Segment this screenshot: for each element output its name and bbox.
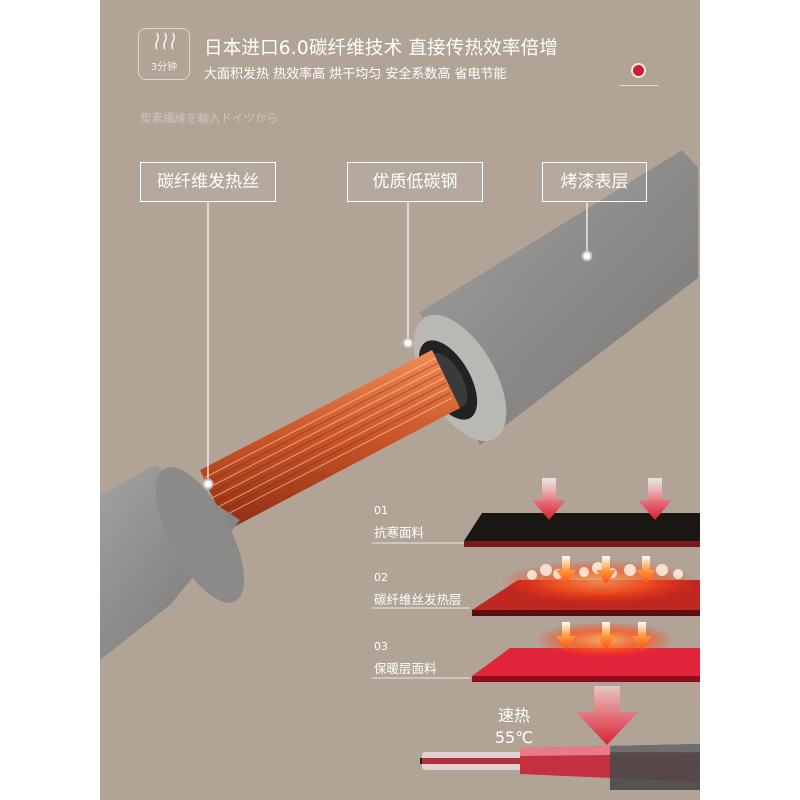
layer-03-number: 03 [374,640,388,653]
three-minute-badge: 3分钟 [138,28,190,80]
divider [620,85,658,86]
layer-01-name: 抗寒面料 [374,525,425,540]
layer-02-number: 02 [374,571,388,584]
layer-02-graphic [372,556,700,616]
layer-01-graphic [372,478,700,547]
carbon-fiber-wire [200,350,460,530]
callout-low-carbon-steel: 优质低碳钢 [347,162,483,202]
japanese-tagline: 炭素繊維を輸入ドイツから [140,111,278,125]
sub-headline: 大面积发热 热效率高 烘干均匀 安全系数高 省电节能 [204,67,507,82]
steam-icon [155,32,175,50]
temperature-text: 55℃ [494,728,534,747]
callout-paint-surface: 烤漆表层 [542,162,647,202]
outer-tube-lower [100,465,245,660]
headline: 日本进口6.0碳纤维技术 直接传热效率倍增 [204,38,559,59]
layer-02-name: 碳纤维丝发热层 [374,592,462,607]
product-graphic: 3分钟 日本进口6.0碳纤维技术 直接传热效率倍增 大面积发热 热效率高 烘干均… [100,0,700,800]
record-dot-icon [633,65,644,76]
heater-tube [420,744,700,790]
layer-03-graphic [372,622,700,682]
layer-03-name: 保暖层面料 [374,661,437,676]
layer-01-number: 01 [374,504,388,517]
heat-arrow-icon [576,686,638,745]
fast-heat-text: 速热 [497,706,530,725]
illustration [100,150,700,790]
callout-carbon-fiber: 碳纤维发热丝 [140,162,276,202]
badge-label: 3分钟 [150,62,178,73]
fast-heat-label: 速热 55℃ [486,705,542,749]
